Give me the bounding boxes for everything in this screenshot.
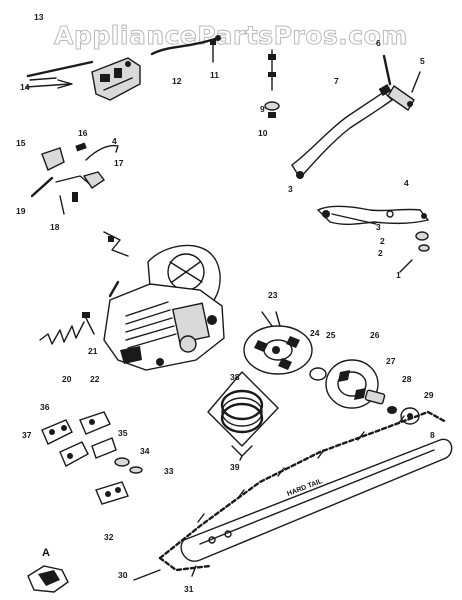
part-spring-20: [39, 321, 85, 345]
callout-33: 33: [164, 466, 174, 476]
part-linkage-15-19: [30, 142, 119, 215]
part-washer-25: [309, 367, 327, 381]
callout-10: 10: [258, 128, 268, 138]
part-bearing-27: [364, 389, 386, 405]
callout-3-upper: 3: [288, 184, 293, 194]
part-screws-2-3: [399, 231, 430, 273]
part-rod-13-14: [25, 60, 94, 89]
callout-labels: 13 14 12 11 6 9 10 7 5 3 4 4 3 2 2 1 16 …: [16, 12, 435, 594]
callout-17: 17: [114, 158, 124, 168]
part-bolt-9-10: [264, 49, 280, 118]
callout-35: 35: [118, 428, 128, 438]
callout-30: 30: [118, 570, 128, 580]
callout-3-lower: 3: [376, 222, 381, 232]
part-engine-22: [103, 244, 225, 371]
callout-26: 26: [370, 330, 380, 340]
callout-23-left: 23: [268, 290, 278, 300]
callout-25: 25: [326, 330, 336, 340]
callout-39: 39: [230, 462, 240, 472]
part-sleeve-5-6: [382, 54, 421, 112]
callout-27: 27: [386, 356, 396, 366]
callout-24: 24: [310, 328, 320, 338]
callout-4-left: 4: [112, 136, 117, 146]
callout-11: 11: [210, 70, 219, 80]
callout-6: 6: [376, 38, 381, 48]
callout-1: 1: [396, 270, 401, 280]
callout-34: 34: [140, 446, 150, 456]
callout-28: 28: [402, 374, 412, 384]
callout-18: 18: [50, 222, 60, 232]
callout-21: 21: [88, 346, 98, 356]
callout-12: 12: [172, 76, 182, 86]
part-fuel-line-12: [150, 35, 221, 56]
callout-4-upper: 4: [404, 178, 409, 188]
callout-2-upper: 2: [380, 236, 385, 246]
leader-lines: [29, 77, 377, 581]
callout-9: 9: [260, 104, 265, 114]
part-detail-a: [27, 565, 69, 593]
part-saw-chain-30: [158, 410, 448, 572]
part-bracket-4: [316, 205, 430, 225]
part-clutch-drum-26: [325, 359, 379, 409]
detail-letter-a: A: [42, 547, 50, 559]
callout-2-lower: 2: [378, 248, 383, 258]
callout-13: 13: [34, 12, 44, 22]
callout-22: 22: [90, 374, 100, 384]
callout-31: 31: [184, 584, 194, 594]
callout-16: 16: [78, 128, 88, 138]
part-spacer-28: [387, 406, 397, 414]
cylinder-fins: [125, 301, 177, 349]
callout-5: 5: [420, 56, 425, 66]
part-chain-links-32-37: [41, 411, 143, 505]
part-clutch-24: [243, 325, 313, 375]
callout-20: 20: [62, 374, 72, 384]
callout-38: 38: [230, 372, 240, 382]
part-clip: [103, 231, 129, 257]
part-ring-set-38-39: [207, 371, 279, 457]
part-handle-7: [291, 84, 394, 180]
part-guide-bar-31: HARD TAIL: [180, 438, 453, 562]
callout-37: 37: [22, 430, 32, 440]
callout-8: 8: [430, 430, 435, 440]
callout-14: 14: [20, 82, 30, 92]
callout-32: 32: [104, 532, 114, 542]
callout-19: 19: [16, 206, 26, 216]
callout-29: 29: [424, 390, 434, 400]
callout-7: 7: [334, 76, 339, 86]
part-carburetor: [91, 57, 141, 101]
callout-15: 15: [16, 138, 26, 148]
part-11: [210, 40, 216, 63]
callout-36: 36: [40, 402, 50, 412]
watermark-text: AppliancePartsPros.com: [54, 21, 408, 50]
part-screw-21: [82, 312, 95, 335]
